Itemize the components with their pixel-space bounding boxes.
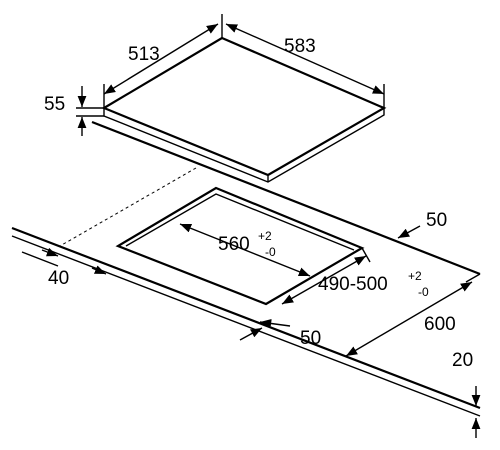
cutout-width-tol-plus: +2 (258, 229, 272, 243)
cutout-depth-extension (361, 247, 371, 263)
front-clearance-label: 50 (300, 328, 321, 349)
side-clearance-label: 40 (48, 268, 69, 289)
worktop-depth-label: 600 (424, 314, 456, 335)
alignment-guide (59, 167, 197, 247)
hob-height-label: 55 (44, 94, 65, 115)
worktop-depth-extension-top (465, 273, 481, 283)
worktop-depth-dimension-line (345, 281, 473, 357)
cutout-width-tol-minus: -0 (265, 245, 276, 259)
side-clearance-line (21, 251, 59, 267)
side-clearance-arrow-left (41, 247, 59, 257)
hob-depth-label: 513 (128, 44, 160, 65)
hob-width-label: 583 (284, 36, 316, 57)
worktop-thickness-label: 20 (452, 350, 473, 371)
cutout-depth-tol-minus: -0 (418, 285, 429, 299)
worktop (11, 120, 481, 417)
cutout-depth-dimension-line (281, 255, 367, 305)
cutout-width-label: 560 (218, 234, 250, 255)
rear-clearance-arrow (397, 225, 421, 239)
cutout-depth-tol-plus: +2 (408, 269, 422, 283)
width-dimension-line (225, 23, 385, 95)
depth-dimension-line (103, 23, 219, 95)
hob-extension-lines (76, 14, 385, 117)
front-clearance-arrow (259, 319, 291, 328)
rear-clearance-label: 50 (426, 210, 447, 231)
side-clearance-arrow (91, 265, 107, 275)
cutout-depth-label: 490-500 (318, 274, 388, 295)
front-clearance-arrow-bottom (239, 327, 263, 341)
